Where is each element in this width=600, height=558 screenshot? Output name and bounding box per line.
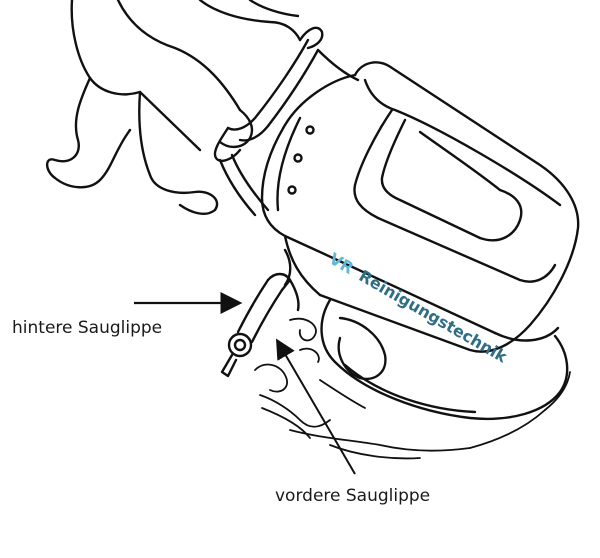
squeegee xyxy=(220,248,300,378)
rear-squeegee-label: hintere Sauglippe xyxy=(12,318,163,338)
front-squeegee-arrow xyxy=(275,338,356,475)
front-squeegee-label: vordere Sauglippe xyxy=(275,486,431,506)
water-trail xyxy=(254,317,571,460)
brand-prefix: VR xyxy=(326,249,357,278)
operator-figure xyxy=(45,0,324,215)
machine-body xyxy=(260,61,580,353)
brush-deck xyxy=(320,298,569,421)
handle xyxy=(213,38,360,217)
